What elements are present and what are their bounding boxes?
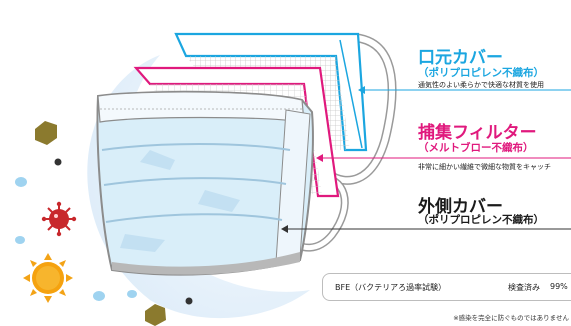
bfe-status: 検査済み bbox=[508, 283, 540, 292]
inner-layer-shape bbox=[174, 32, 368, 152]
bfe-result-box: BFE（バクテリアろ過率試験） 検査済み 99% bbox=[322, 273, 571, 301]
bfe-test-label: BFE（バクテリアろ過率試験） bbox=[335, 283, 447, 292]
particle-hexagon-top bbox=[35, 121, 57, 145]
footnote: ※感染を完全に防ぐものではありません bbox=[453, 314, 569, 322]
particle-hexagon-bottom bbox=[145, 304, 166, 326]
droplet-lower bbox=[127, 290, 137, 298]
droplet-left bbox=[15, 177, 27, 187]
inner-layer-subtitle: （ポリプロピレン不織布） bbox=[418, 67, 544, 79]
filter-layer-title: 捕集フィルター bbox=[418, 123, 537, 143]
sun-pollen-icon bbox=[23, 253, 73, 303]
droplet-middle bbox=[15, 236, 25, 244]
outer-layer-title: 外側カバー bbox=[418, 197, 503, 217]
outer-layer-subtitle: （ポリプロピレン不織布） bbox=[418, 214, 544, 226]
outer-cover-shape bbox=[96, 90, 314, 276]
filter-layer-description: 非常に細かい繊維で微細な物質をキャッチ bbox=[418, 163, 551, 171]
virus-icon bbox=[41, 201, 77, 237]
droplet-bottom bbox=[93, 291, 105, 301]
particle-dot-bottom bbox=[185, 297, 193, 305]
particle-dot-left bbox=[54, 158, 62, 166]
filter-layer-subtitle: （メルトブロー不織布） bbox=[418, 142, 534, 154]
bfe-value: 99% bbox=[550, 282, 568, 291]
inner-layer-description: 通気性のよい柔らかで快適な材質を使用 bbox=[418, 81, 544, 89]
inner-layer-title: 口元カバー bbox=[418, 48, 503, 68]
